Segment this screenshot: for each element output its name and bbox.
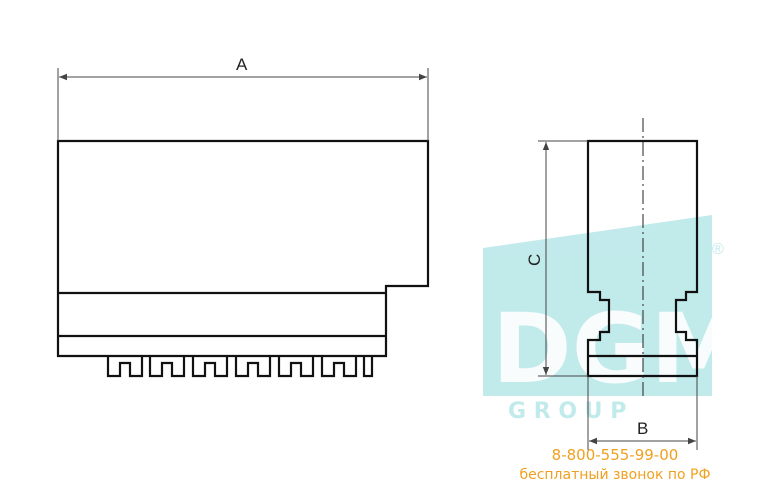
dim-a-label: A bbox=[236, 55, 248, 74]
dgm-watermark-logo: DGM G R O U P ® bbox=[483, 215, 746, 424]
dim-c-label: C bbox=[525, 254, 544, 266]
side-view: C B bbox=[525, 118, 699, 450]
front-view-outline bbox=[56, 139, 430, 358]
watermark-logo-text: DGM bbox=[492, 293, 746, 405]
dim-b-label: B bbox=[637, 419, 648, 438]
free-call-note: бесплатный звонок по РФ bbox=[519, 467, 711, 483]
registered-mark: ® bbox=[712, 241, 724, 258]
jaw-teeth bbox=[106, 356, 374, 378]
front-view: A bbox=[56, 55, 430, 378]
watermark-group-text: G R O U P bbox=[508, 399, 626, 424]
watermark-shape bbox=[483, 215, 712, 396]
phone-number[interactable]: 8-800-555-99-00 bbox=[551, 446, 679, 464]
